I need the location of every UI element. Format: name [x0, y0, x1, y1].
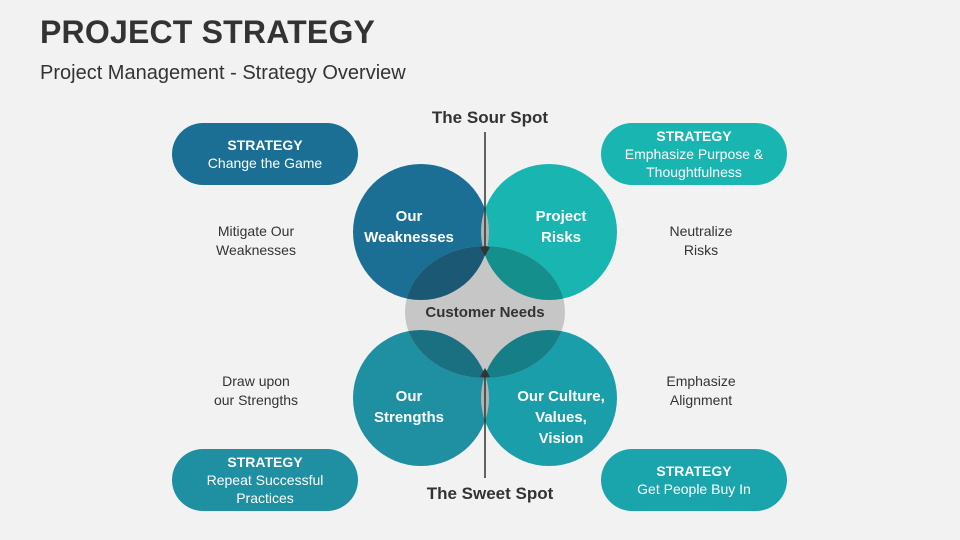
sweet-spot-label: The Sweet Spot	[426, 484, 554, 503]
strengths-label: Our Strengths	[373, 388, 444, 426]
strategy-text: Get People Buy In	[637, 481, 751, 497]
note-mitigate-weaknesses: Mitigate Our Weaknesses	[216, 223, 296, 258]
note-neutralize-risks: Neutralize Risks	[669, 223, 733, 258]
page-title: PROJECT STRATEGY	[40, 14, 376, 50]
strategy-pill-emphasize-purpose: STRATEGY Emphasize Purpose & Thoughtfuln…	[601, 123, 787, 185]
strategy-pill-repeat-practices: STRATEGY Repeat Successful Practices	[172, 449, 358, 511]
strategy-pill-change-game: STRATEGY Change the Game	[172, 123, 358, 185]
customer-needs-label: Customer Needs	[425, 304, 545, 321]
page-subtitle: Project Management - Strategy Overview	[40, 62, 406, 84]
culture-label: Our Culture, Values, Vision	[517, 388, 605, 447]
note-emphasize-alignment: Emphasize Alignment	[666, 373, 736, 408]
risks-label: Project Risks	[535, 208, 587, 246]
sour-spot-label: The Sour Spot	[431, 108, 549, 127]
weaknesses-label: Our Weaknesses	[364, 208, 454, 246]
strategy-text: Repeat Successful Practices	[206, 472, 324, 506]
note-draw-strengths: Draw upon our Strengths	[213, 373, 299, 408]
strategy-heading: STRATEGY	[656, 463, 732, 479]
strategy-heading: STRATEGY	[656, 128, 732, 144]
strategy-heading: STRATEGY	[227, 137, 303, 153]
strategy-heading: STRATEGY	[227, 454, 303, 470]
strategy-text: Emphasize Purpose & Thoughtfulness	[624, 146, 764, 180]
strategy-text: Change the Game	[207, 155, 323, 171]
strategy-pill-people-buy-in: STRATEGY Get People Buy In	[601, 449, 787, 511]
